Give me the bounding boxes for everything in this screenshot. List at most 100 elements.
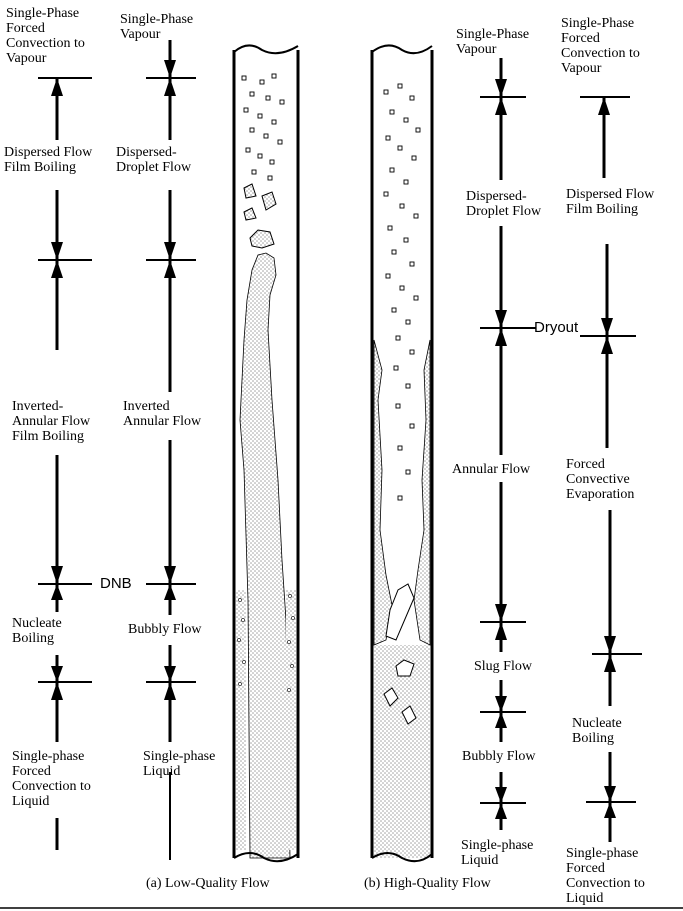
- droplet: [409, 95, 415, 101]
- tube-b-liquid-bottom: [374, 645, 430, 858]
- bubble: [241, 618, 245, 622]
- droplet: [409, 261, 415, 267]
- col4-label-nucleate-boiling: Nucleate Boiling: [572, 716, 622, 746]
- bubble: [238, 682, 242, 686]
- arrowhead-down: [604, 636, 616, 654]
- col2-label-single-phase-liquid: Single-phase Liquid: [143, 749, 216, 779]
- droplet: [391, 249, 397, 255]
- droplet: [399, 203, 405, 209]
- droplet: [241, 75, 247, 81]
- tube-low-quality: [232, 44, 300, 863]
- dryout-marker-label: Dryout: [534, 319, 579, 336]
- droplet: [249, 91, 255, 97]
- col3-label-bubbly-flow: Bubbly Flow: [462, 749, 536, 764]
- arrowhead-down: [495, 787, 507, 803]
- col4-label-single-phase-vapour: Single-Phase Forced Convection to Vapour: [561, 16, 640, 76]
- arrowhead-down: [51, 566, 63, 584]
- droplet: [243, 107, 249, 113]
- arrowhead-down: [51, 242, 63, 260]
- droplet: [397, 445, 403, 451]
- col3-arrowheads: [495, 79, 507, 819]
- col3-label-single-phase-vapour: Single-Phase Vapour: [456, 27, 530, 57]
- tube-a-droplet-large: [243, 183, 257, 199]
- arrowhead-up: [51, 260, 63, 278]
- caption-low-quality: (a) Low-Quality Flow: [146, 876, 270, 891]
- droplet: [391, 307, 397, 313]
- droplet: [385, 135, 391, 141]
- arrowhead-up: [495, 712, 507, 728]
- droplet: [409, 349, 415, 355]
- arrowhead-up: [604, 654, 616, 672]
- droplet: [393, 365, 399, 371]
- tube-b-slug: [395, 659, 415, 677]
- dnb-marker-label: DNB: [100, 575, 132, 592]
- arrowhead-up: [495, 97, 507, 115]
- arrowhead-up: [495, 803, 507, 819]
- droplet: [269, 159, 275, 165]
- droplet: [397, 495, 403, 501]
- arrowhead-up: [598, 97, 610, 115]
- col1-label-inverted-annular: Inverted- Annular Flow Film Boiling: [12, 399, 91, 444]
- arrowhead-down: [495, 79, 507, 97]
- tube-a-liquid-core: [239, 252, 291, 859]
- droplet: [399, 285, 405, 291]
- droplet: [413, 295, 419, 301]
- arrowhead-up: [51, 584, 63, 600]
- droplet: [265, 95, 271, 101]
- arrowhead-down: [604, 786, 616, 802]
- tube-b-annular-film-left: [373, 339, 393, 646]
- tube-a-droplet-large: [249, 229, 275, 249]
- arrowhead-down: [164, 666, 176, 682]
- col2-label-single-phase-vapour: Single-Phase Vapour: [120, 12, 194, 42]
- droplet: [257, 113, 263, 119]
- col1-label-single-phase-liquid: Single-phase Forced Convection to Liquid: [12, 749, 91, 809]
- droplet: [395, 335, 401, 341]
- droplet: [405, 319, 411, 325]
- tube-a-droplets: [241, 73, 285, 181]
- bubble: [287, 640, 291, 644]
- arrowhead-down: [164, 60, 176, 78]
- droplet: [397, 145, 403, 151]
- tube-high-quality: [370, 44, 434, 863]
- arrowhead-down: [164, 242, 176, 260]
- droplet: [251, 169, 257, 175]
- arrowhead-up: [495, 622, 507, 640]
- tube-b-droplets: [383, 83, 421, 501]
- droplet: [403, 179, 409, 185]
- col2-label-dispersed-droplet: Dispersed- Droplet Flow: [116, 145, 192, 175]
- droplet: [277, 139, 283, 145]
- arrowhead-down: [495, 310, 507, 328]
- col1-label-nucleate-boiling: Nucleate Boiling: [12, 616, 62, 646]
- droplet: [257, 153, 263, 159]
- arrowhead-down: [495, 604, 507, 622]
- col2-label-inverted-annular: Inverted Annular Flow: [123, 399, 202, 429]
- tube-b-slug: [385, 583, 415, 641]
- tube-a-wall-film: [236, 590, 246, 850]
- droplet: [383, 89, 389, 95]
- col3-axis: [480, 58, 536, 830]
- droplet: [409, 423, 415, 429]
- caption-high-quality: (b) High-Quality Flow: [364, 876, 491, 891]
- tube-b-slug: [401, 705, 417, 725]
- col2-label-bubbly-flow: Bubbly Flow: [128, 622, 202, 637]
- tube-a-droplet-large: [261, 191, 277, 211]
- bubble: [238, 598, 242, 602]
- arrowhead-up: [51, 78, 63, 96]
- droplet: [249, 127, 255, 133]
- droplet: [383, 191, 389, 197]
- tube-b-top-break: [371, 44, 433, 55]
- col3-label-slug-flow: Slug Flow: [474, 659, 532, 674]
- tube-a-bottom-break: [233, 852, 299, 863]
- droplet: [389, 109, 395, 115]
- droplet: [389, 167, 395, 173]
- droplet: [415, 127, 421, 133]
- arrowhead-up: [495, 328, 507, 346]
- arrowhead-down: [495, 696, 507, 712]
- droplet: [387, 225, 393, 231]
- droplet: [405, 469, 411, 475]
- col4-label-single-phase-liquid: Single-phase Forced Convection to Liquid: [566, 846, 645, 906]
- bubble: [242, 660, 246, 664]
- tube-a-droplet-large: [243, 207, 257, 221]
- droplet: [403, 237, 409, 243]
